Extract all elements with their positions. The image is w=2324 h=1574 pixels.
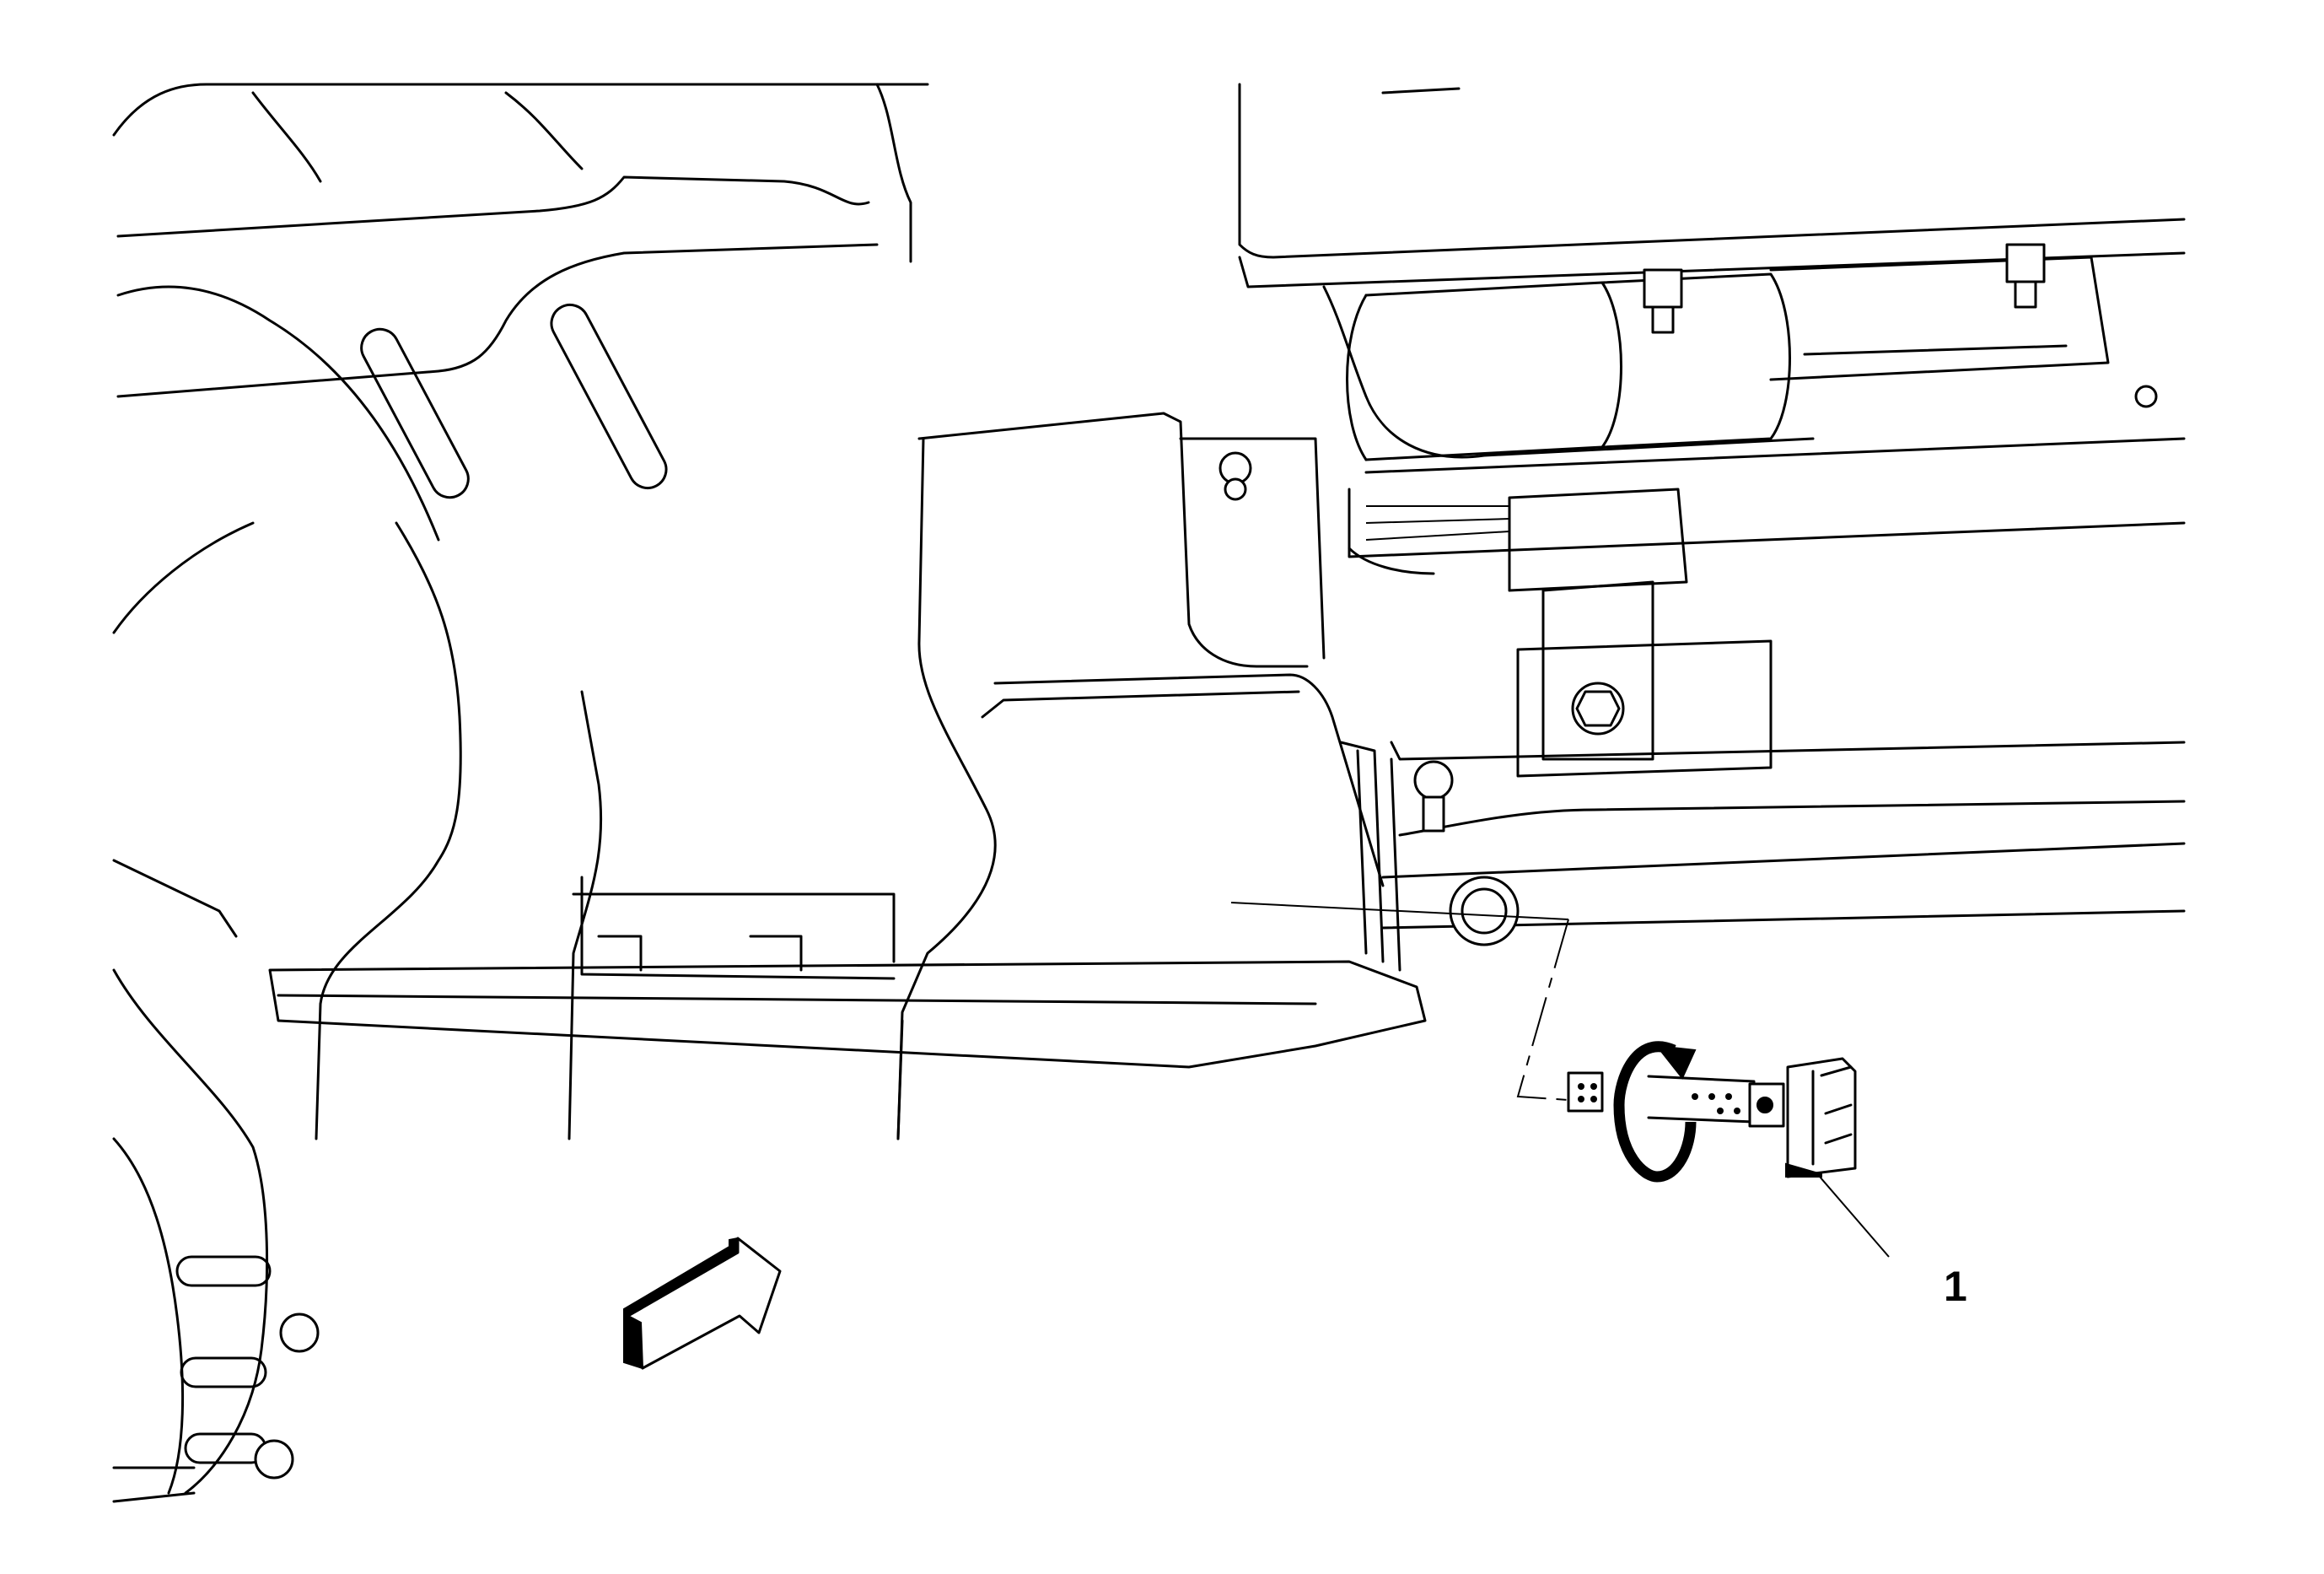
center-module (268, 412, 1427, 1069)
steering-column-tube (1346, 243, 2158, 461)
rotate-arrow-icon (1613, 1041, 1697, 1183)
lower-left-bracket (112, 521, 320, 1503)
component-1 (1567, 1057, 1857, 1178)
upper-left-housing (112, 83, 929, 542)
installation-leader-line (1230, 902, 1582, 1102)
center-air-duct (315, 303, 997, 1140)
callout-1-label: 1 (1944, 1263, 1967, 1310)
center-bolt (1413, 760, 1520, 946)
cross-car-beam (1238, 83, 2186, 930)
callout-1-leader (1819, 1176, 1890, 1258)
view-direction-arrow-icon (623, 1237, 782, 1370)
connector-bracket (1365, 488, 1773, 778)
